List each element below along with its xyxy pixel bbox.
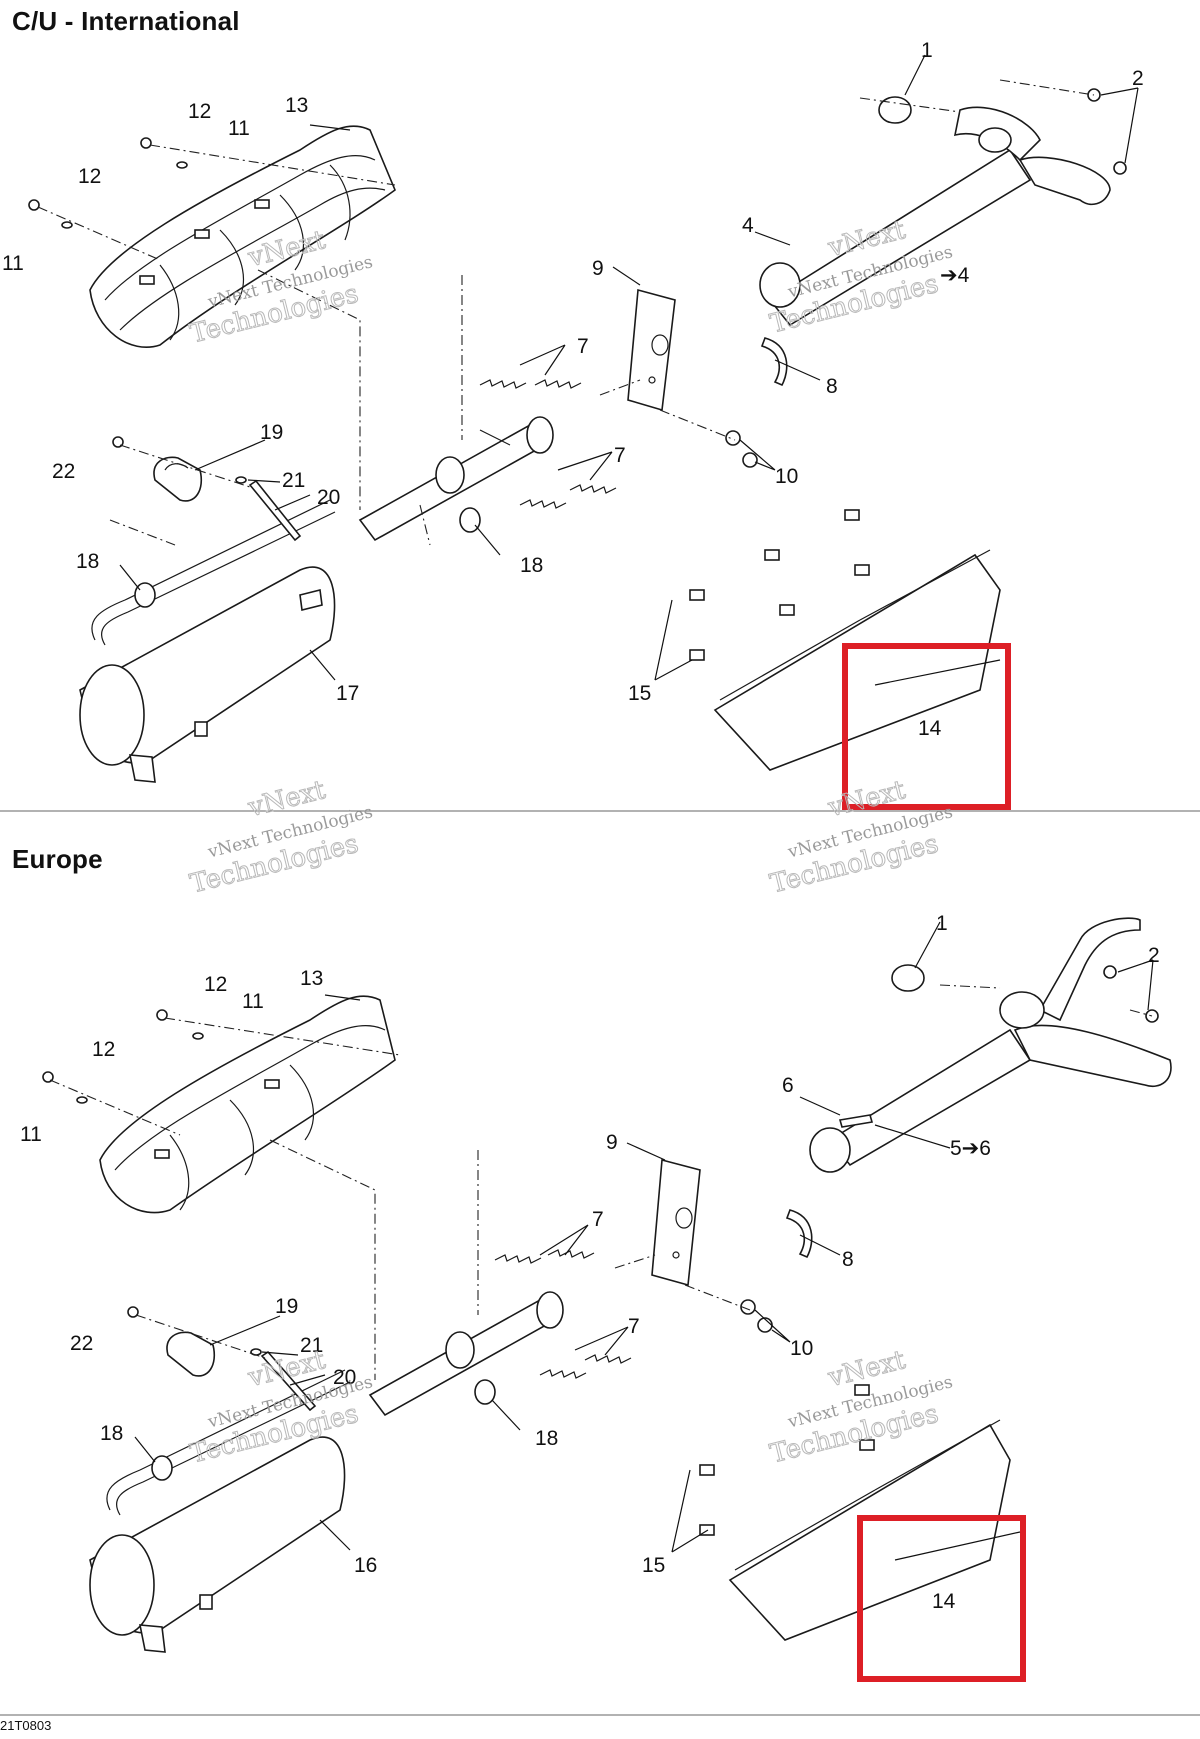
washer-11-a [176, 161, 188, 169]
heat-shield-13-eu [99, 995, 396, 1214]
callout-20-bottom: 20 [333, 1366, 356, 1389]
muffler-16 [89, 1369, 351, 1653]
springs-7-lower [519, 484, 617, 509]
section-title-europe: Europe [12, 844, 103, 874]
heat-shield-13 [89, 125, 396, 348]
callout-14-top: 14 [918, 717, 942, 740]
watermark-4: vNext vNext Technologies Technologies [767, 775, 955, 900]
exhaust-tube-eu [368, 1291, 564, 1417]
callout-15-top: 15 [628, 682, 651, 705]
callout-15-bottom: 15 [642, 1554, 665, 1577]
callout-17-top: 17 [336, 682, 359, 705]
callout-10-top: 10 [775, 465, 798, 488]
nut-2-b [1113, 161, 1127, 175]
cover-14-eu [699, 1384, 1011, 1641]
callout-7-b-top: 7 [614, 444, 626, 467]
mounting-plate-9 [627, 288, 676, 412]
callout-18-a-bottom: 18 [100, 1422, 123, 1445]
callout-2-bottom: 2 [1148, 944, 1160, 967]
screw-12-b [28, 199, 40, 211]
watermark-3: vNext vNext Technologies Technologies [187, 775, 375, 900]
section-europe [42, 917, 1172, 1682]
washer-21 [235, 476, 247, 484]
cover-14 [689, 509, 1001, 771]
clamp-19 [153, 456, 202, 502]
callout-12-a-bottom: 12 [204, 973, 227, 996]
exhaust-tube [358, 416, 554, 542]
callout-13-bottom: 13 [300, 967, 323, 990]
callout-19-bottom: 19 [275, 1295, 298, 1318]
callout-22-top: 22 [52, 460, 75, 483]
callout-12-b-top: 12 [78, 165, 101, 188]
callout-11-b-bottom: 11 [20, 1123, 42, 1146]
callout-22-bottom: 22 [70, 1332, 93, 1355]
callout-19-top: 19 [260, 421, 283, 444]
callout-16-bottom: 16 [354, 1554, 377, 1577]
mounting-plate-9-eu [651, 1158, 701, 1287]
callout-18-b-top: 18 [520, 554, 543, 577]
callout-7-a-bottom: 7 [592, 1208, 604, 1231]
callout-1-top: 1 [921, 39, 933, 62]
callout-13-top: 13 [285, 94, 308, 117]
grommet-18-a [134, 582, 156, 608]
callout-9-bottom: 9 [606, 1131, 618, 1154]
screw-12-a [140, 137, 152, 149]
nut-10-b [742, 452, 758, 468]
callout-11-a-bottom: 11 [242, 990, 264, 1013]
callout-9-top: 9 [592, 257, 604, 280]
clamp-19-eu [166, 1331, 215, 1377]
callout-8-bottom: 8 [842, 1248, 854, 1271]
callout-7-a-top: 7 [577, 335, 589, 358]
gasket-1-eu [891, 964, 925, 992]
callout-1-bottom: 1 [936, 912, 948, 935]
callout-11-a-top: 11 [228, 117, 250, 140]
header-pipe [759, 106, 1111, 327]
callout-14-bottom: 14 [932, 1590, 956, 1613]
header-pipe-eu [809, 917, 1172, 1173]
callout-20-top: 20 [317, 486, 340, 509]
callout-4-ref-top: ➔4 [940, 264, 970, 287]
callout-4-top: 4 [742, 214, 754, 237]
diagram-code: 21T0803 [0, 1718, 52, 1733]
nut-10-a [725, 430, 741, 446]
section-cu-international [28, 54, 1139, 810]
washer-11-b [61, 221, 73, 229]
callout-21-bottom: 21 [300, 1334, 323, 1357]
callout-18-a-top: 18 [76, 550, 99, 573]
watermark-6: vNext vNext Technologies Technologies [767, 1345, 955, 1470]
springs-7-upper [479, 379, 582, 389]
callout-21-top: 21 [282, 469, 305, 492]
callout-5-6-bottom: 5➔6 [950, 1137, 991, 1160]
callout-6-bottom: 6 [782, 1074, 794, 1097]
section-title-cu-international: C/U - International [12, 6, 240, 36]
callout-7-b-bottom: 7 [628, 1315, 640, 1338]
highlight-box-14-bottom [857, 1515, 1026, 1682]
callout-2-top: 2 [1132, 67, 1144, 90]
muffler-17 [79, 499, 336, 783]
hose-8 [760, 337, 788, 387]
callout-8-top: 8 [826, 375, 838, 398]
callout-11-b-top: 11 [2, 252, 24, 275]
grommet-18-b [459, 507, 481, 533]
springs-7-eu [494, 1249, 632, 1379]
bolt-20 [248, 479, 302, 542]
nut-22 [112, 436, 124, 448]
callout-10-bottom: 10 [790, 1337, 813, 1360]
callout-18-b-bottom: 18 [535, 1427, 558, 1450]
highlight-box-14-top [842, 643, 1011, 810]
callout-12-a-top: 12 [188, 100, 211, 123]
callout-12-b-bottom: 12 [92, 1038, 115, 1061]
